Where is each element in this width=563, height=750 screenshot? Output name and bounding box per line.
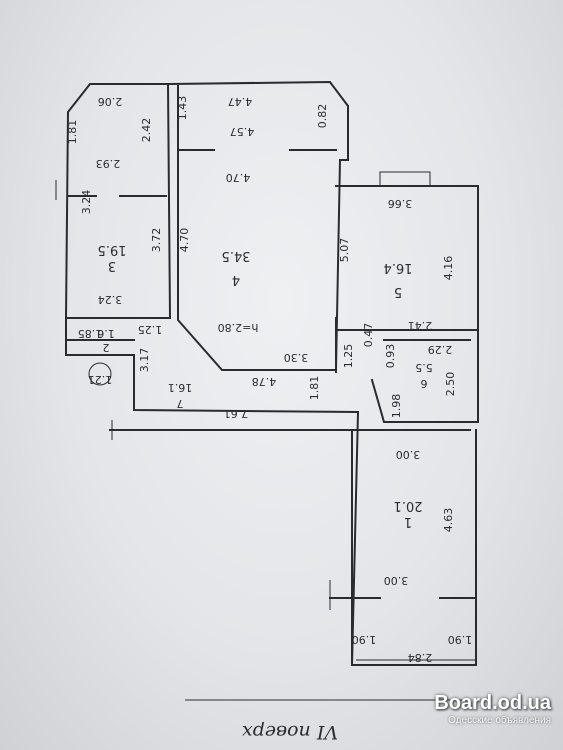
dimension-label: 4.63 — [442, 508, 455, 533]
dimension-label: 2.06 — [98, 95, 123, 108]
wall-left-wing — [64, 83, 172, 319]
dimension-labels: 2.06 4.47 1.43 0.82 1.81 2.42 2.93 3.24 3.72 3.24… — [66, 95, 472, 664]
watermark-site: Board.od.ua — [434, 692, 551, 714]
room-1-number: 1 — [404, 514, 412, 529]
dimension-label: 2.29 — [428, 343, 453, 356]
dimension-label: 3.00 — [384, 574, 409, 587]
dimension-label: 4.57 — [230, 125, 255, 138]
room-3-area: 19.5 — [98, 242, 127, 257]
dimension-label: 0.93 — [384, 344, 397, 369]
dimension-label: 2.41 — [408, 319, 433, 332]
room-5-area: 16.4 — [384, 260, 413, 275]
dimension-label: 1.21 — [88, 373, 113, 386]
room-3-number: 3 — [108, 258, 116, 273]
wall-living-room — [168, 80, 349, 371]
room-2-number: 2 — [103, 341, 110, 354]
dimension-label: 3.00 — [396, 448, 421, 461]
dimension-label: 1.43 — [176, 96, 189, 121]
room-label-1: 20.1 1 — [394, 498, 423, 529]
ceiling-height-label: h=2.80 — [218, 321, 259, 334]
room-label-4: 34.5 4 — [222, 248, 251, 287]
dimension-label: 2.42 — [140, 118, 153, 143]
dimension-label: 1.90 — [352, 633, 377, 646]
dimension-label: 4.70 — [178, 228, 191, 253]
dimension-label: 4.70 — [226, 171, 251, 184]
dimension-label: 1.81 — [66, 120, 79, 145]
watermark-tagline: Одесские объявления — [448, 715, 551, 726]
dimension-label: 1.85 — [78, 327, 103, 340]
dimension-label: 2.84 — [408, 651, 433, 664]
room-label-5: 16.4 5 — [384, 260, 413, 299]
dimension-label: 3.17 — [138, 348, 151, 373]
site-watermark: Board.od.ua Одесские объявления — [431, 692, 551, 726]
wall-bathroom — [370, 329, 479, 423]
dimension-label: 3.72 — [150, 228, 163, 253]
room-4-area: 34.5 — [222, 248, 251, 263]
room-6-number: 6 — [421, 377, 428, 390]
dimension-label: 0.82 — [316, 104, 329, 129]
dimension-label: 1.98 — [390, 394, 403, 419]
dimension-label: 2.50 — [444, 372, 457, 397]
dimension-label: 0.47 — [362, 323, 375, 348]
room-label-2: 1.6 2 — [97, 327, 115, 354]
room-7-area: 16.1 — [168, 381, 193, 394]
dimension-label: 3.30 — [284, 351, 309, 364]
dimension-label: 1.25 — [342, 344, 355, 369]
dimension-label: 5.07 — [338, 238, 351, 263]
room-2-area: 1.6 — [97, 327, 115, 340]
room-label-3: 19.5 3 — [98, 242, 127, 273]
dimension-label: 4.78 — [252, 375, 277, 388]
room-4-number: 4 — [232, 272, 240, 287]
room-label-6: 5.5 6 — [415, 361, 433, 390]
room-1-area: 20.1 — [394, 498, 423, 513]
dimension-label: 3.66 — [388, 197, 413, 210]
wall-corridor — [65, 317, 477, 666]
room-5-number: 5 — [394, 284, 402, 299]
dimension-label: 1.25 — [138, 323, 163, 336]
dimension-label: 4.47 — [228, 95, 253, 108]
dimension-label: 1.90 — [448, 633, 473, 646]
room-6-area: 5.5 — [415, 361, 433, 374]
dimension-label: 1.81 — [308, 376, 321, 401]
dimension-label: 4.16 — [442, 256, 455, 281]
dimension-label: 3.24 — [80, 190, 93, 215]
dimension-label: 7.61 — [224, 407, 249, 420]
room-label-7: 16.1 7 — [168, 381, 193, 410]
dimension-label: 2.93 — [96, 157, 121, 170]
room-7-number: 7 — [177, 397, 184, 410]
dimension-label: 3.24 — [98, 293, 123, 306]
floor-caption: VI поверх — [242, 721, 338, 743]
